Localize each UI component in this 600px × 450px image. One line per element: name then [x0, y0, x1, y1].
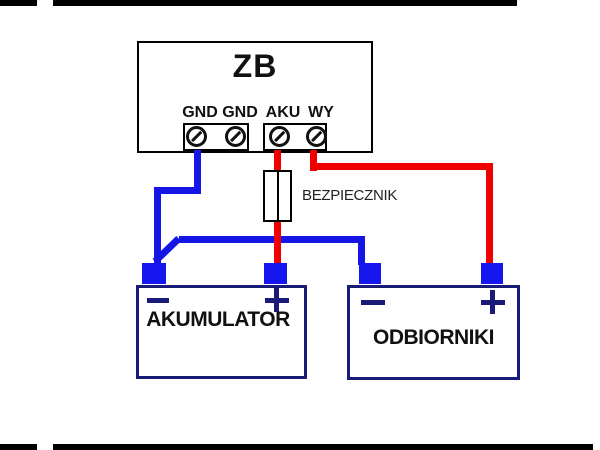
wire-wy-horizontal	[310, 163, 493, 170]
receivers-minus-sign	[361, 300, 385, 305]
lug-receivers-positive	[481, 263, 503, 284]
screw-terminal-gnd2-icon	[225, 126, 246, 147]
wire-gnd-horizontal	[154, 187, 201, 194]
lug-receivers-negative	[359, 263, 381, 284]
fuse-divider-line	[276, 172, 279, 220]
fuse-label: BEZPIECZNIK	[302, 187, 398, 204]
wire-negative-drop-to-receivers	[358, 236, 365, 265]
terminal-label-gnd2: GND	[222, 104, 258, 121]
wire-negative-bus	[179, 236, 365, 243]
receivers-plus-sign-vertical	[490, 290, 495, 314]
wire-wy-drop-to-receivers	[486, 163, 493, 265]
screw-terminal-wy-icon	[306, 126, 327, 147]
screw-terminal-gnd1-icon	[186, 126, 207, 147]
controller-box	[137, 41, 373, 153]
terminal-label-gnd1: GND	[182, 104, 218, 121]
lug-battery-positive	[264, 263, 287, 284]
wire-gnd-drop-to-battery	[154, 187, 161, 265]
fuse-symbol	[263, 170, 292, 222]
battery-label: AKUMULATOR	[146, 308, 290, 331]
screw-terminal-aku-icon	[269, 126, 290, 147]
frame-bar-bottom	[53, 444, 593, 450]
wire-gnd-vertical	[194, 150, 201, 194]
frame-bar-top	[53, 0, 517, 6]
frame-bar-bottom-left	[0, 444, 37, 450]
frame-bar-top-left	[0, 0, 37, 6]
controller-title: ZB	[232, 48, 278, 84]
lug-battery-negative	[142, 263, 166, 284]
receivers-label: ODBIORNIKI	[373, 326, 495, 349]
terminal-label-aku: AKU	[265, 104, 301, 121]
wire-wy-vertical	[310, 150, 317, 171]
terminal-label-wy: WY	[308, 104, 334, 121]
battery-plus-sign-vertical	[274, 288, 279, 312]
battery-minus-sign	[147, 298, 169, 303]
